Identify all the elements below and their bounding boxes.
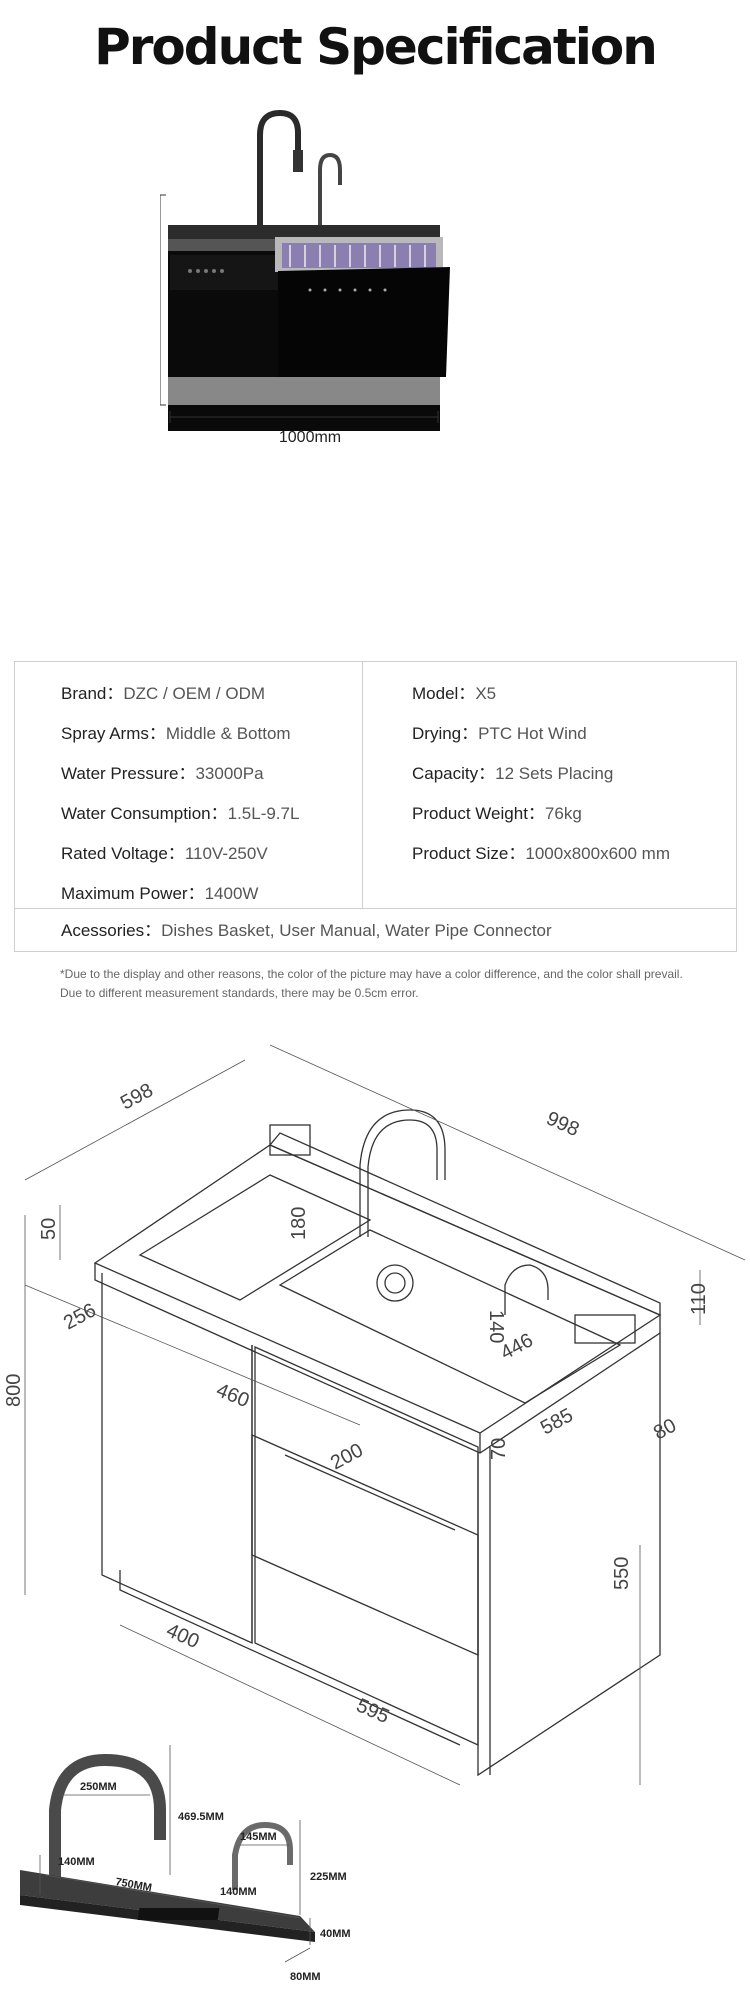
dim-70: 70 (488, 1438, 510, 1460)
faucet-dimension-drawing: 250MM 469.5MM 140MM 750MM 145MM 140MM 22… (20, 1745, 351, 1983)
dim-800: 800 (3, 1374, 25, 1407)
spec-row-accessories: Acessories：Dishes Basket, User Manual, W… (61, 921, 552, 940)
column-divider (362, 662, 363, 908)
spec-table: Brand：DZC / OEM / ODM Spray Arms：Middle … (14, 661, 737, 952)
width-label: 1000mm (279, 429, 341, 446)
faucet-dim-80mm: 80MM (290, 1971, 321, 1983)
faucet-dim-140mm-left: 140MM (58, 1856, 95, 1868)
spec-row-capacity: Capacity：12 Sets Placing (412, 764, 614, 783)
spec-row-spray-arms: Spray Arms：Middle & Bottom (61, 724, 291, 743)
spec-row-model: Model：X5 (412, 684, 497, 703)
isometric-dimension-drawing: 598 998 50 180 140 110 256 800 446 460 2… (3, 1044, 746, 1786)
row-divider (15, 908, 736, 909)
faucet-dim-40mm: 40MM (320, 1928, 351, 1940)
product-front-view: 800mm 1000mm (160, 109, 450, 446)
measurement-disclaimer: Due to different measurement standards, … (60, 986, 419, 1000)
dim-140: 140 (485, 1310, 507, 1343)
spec-row-water-pressure: Water Pressure：33000Pa (61, 764, 264, 783)
spec-row-product-size: Product Size：1000x800x600 mm (412, 844, 670, 863)
spec-column-left: Brand：DZC / OEM / ODM Spray Arms：Middle … (61, 674, 299, 914)
faucet-dim-469-5mm: 469.5MM (178, 1811, 224, 1823)
faucet-dim-225mm: 225MM (310, 1871, 347, 1883)
faucet-dim-250mm: 250MM (80, 1781, 117, 1793)
spec-row-water-consumption: Water Consumption：1.5L-9.7L (61, 804, 300, 823)
dim-80: 80 (650, 1415, 680, 1445)
spec-row-drying: Drying：PTC Hot Wind (412, 724, 587, 743)
dim-256: 256 (60, 1299, 100, 1334)
faucet-dim-145mm: 145MM (240, 1831, 277, 1843)
page-title: Product Specification (94, 18, 658, 76)
dim-550: 550 (611, 1557, 633, 1590)
dim-598: 598 (117, 1079, 157, 1114)
color-disclaimer: *Due to the display and other reasons, t… (60, 967, 683, 981)
faucet-dim-140mm-right: 140MM (220, 1886, 257, 1898)
dim-200: 200 (327, 1439, 367, 1474)
dim-180: 180 (288, 1207, 310, 1240)
dim-585: 585 (537, 1404, 577, 1439)
dim-110: 110 (688, 1283, 710, 1315)
spec-row-maximum-power: Maximum Power：1400W (61, 884, 259, 903)
spec-column-right: Model：X5 Drying：PTC Hot Wind Capacity：12… (412, 674, 670, 874)
spec-row-product-weight: Product Weight：76kg (412, 804, 582, 823)
dim-50: 50 (38, 1218, 60, 1240)
spec-row-rated-voltage: Rated Voltage：110V-250V (61, 844, 268, 863)
dim-460: 460 (213, 1379, 252, 1412)
spec-row-brand: Brand：DZC / OEM / ODM (61, 684, 266, 703)
dim-998: 998 (543, 1107, 582, 1141)
